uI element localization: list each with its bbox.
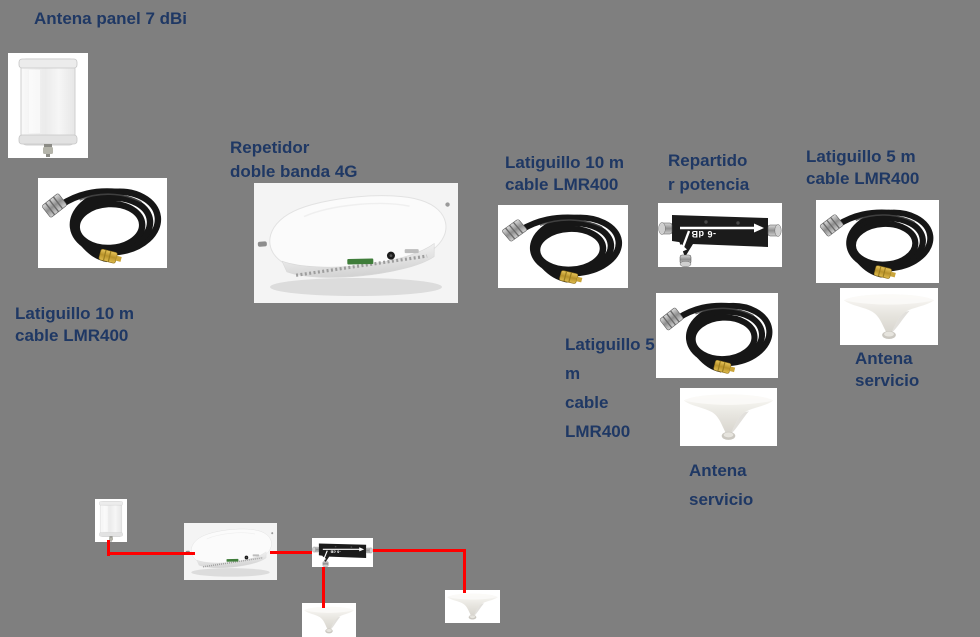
label-latiguillo-10m-mid: Latiguillo 10 m cable LMR400: [505, 153, 625, 194]
label-antena-servicio-mid: Antena servicio: [689, 461, 754, 509]
schematic-cable-line: [322, 564, 325, 608]
label-latiguillo-5m-right: Latiguillo 5 m cable LMR400: [806, 147, 920, 188]
coax-cable-10m-photo-left: [38, 178, 167, 268]
schematic-power-splitter: -6 dB: [312, 538, 373, 567]
service-antenna-photo-right: [840, 288, 938, 345]
label-repetidor: Repetidor doble banda 4G: [230, 138, 358, 181]
coax-cable-5m-photo-mid: [656, 293, 778, 378]
schematic-cable-line: [463, 549, 466, 593]
power-splitter-photo: -6 dB: [658, 203, 782, 267]
schematic-cable-line: [107, 552, 195, 555]
panel-antenna-photo: [8, 53, 88, 158]
repeater-photo: [254, 183, 458, 303]
service-antenna-photo-mid: [680, 388, 777, 446]
coax-cable-10m-photo-mid: [498, 205, 628, 288]
label-antena-servicio-right: Antena servicio: [855, 349, 920, 390]
label-repartidor-potencia: Repartido r potencia: [668, 151, 750, 194]
label-latiguillo-5m-mid: Latiguillo 5 m cable LMR400: [565, 335, 655, 441]
schematic-cable-line: [370, 549, 466, 552]
schematic-service-antenna-1: [302, 603, 356, 637]
label-antena-panel: Antena panel 7 dBi: [34, 9, 188, 28]
schematic-service-antenna-2: [445, 590, 500, 623]
schematic-panel-antenna: [95, 499, 127, 542]
coax-cable-5m-photo-right: [816, 200, 939, 283]
splitter-db-marking: -6 dB: [330, 549, 341, 555]
schematic-cable-line: [270, 551, 320, 554]
schematic-repeater: [184, 523, 277, 580]
label-latiguillo-10m-left: Latiguillo 10 m cable LMR400: [15, 304, 135, 345]
schematic-cable-line: [107, 540, 110, 556]
splitter-db-marking: -6 dB: [691, 229, 716, 239]
